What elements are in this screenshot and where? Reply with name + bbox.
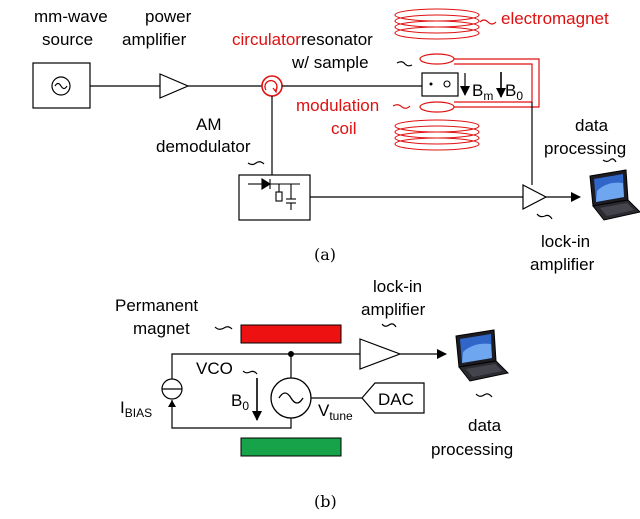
panel-a: mm-wave source power amplifier circulato… xyxy=(32,7,640,274)
data-processing-label-a-line1: data xyxy=(575,116,609,135)
caption-b: (b) xyxy=(314,492,337,511)
sample-ring xyxy=(443,80,451,88)
modulation-coil-label-line2: coil xyxy=(331,119,357,138)
lock-in-label-a-line1: lock-in xyxy=(541,232,590,251)
modulation-coil-wiring-inner xyxy=(454,63,533,103)
oscillator-icon xyxy=(51,76,71,96)
resonator-label-line2: w/ sample xyxy=(291,53,369,72)
b0-label: B0 xyxy=(505,81,523,103)
resonator-label-line1: resonator xyxy=(301,30,373,49)
source-label-line2: source xyxy=(42,30,93,49)
permanent-magnet-top xyxy=(240,324,342,344)
sample-dot xyxy=(429,82,433,86)
data-processing-label-a-line2: processing xyxy=(544,139,626,158)
lock-in-amplifier-triangle-a xyxy=(522,184,548,210)
am-demodulator-label-line2: demodulator xyxy=(156,137,251,156)
lock-in-label-a-line2: amplifier xyxy=(530,255,595,274)
b0-label-b: B0 xyxy=(231,391,249,413)
dac-block xyxy=(361,382,425,414)
modulation-coil-bottom xyxy=(419,101,455,113)
vco-oscillator-icon xyxy=(270,377,312,419)
panel-b: lock-in amplifier Permanent magnet IBIAS… xyxy=(115,277,513,511)
lock-in-pointer-b xyxy=(381,323,397,328)
ibias-label: IBIAS xyxy=(120,398,152,420)
electromagnet-coil-bottom xyxy=(394,119,480,151)
resonator-box xyxy=(421,72,459,97)
lock-in-pointer-a xyxy=(536,213,553,220)
permanent-magnet-label-line1: Permanent xyxy=(115,296,198,315)
lock-in-amplifier-triangle-b xyxy=(359,338,402,370)
power-amplifier-label-line1: power xyxy=(145,7,192,26)
diode-rc-icon xyxy=(248,178,300,210)
demodulator-pointer xyxy=(247,161,265,166)
electromagnet-label: electromagnet xyxy=(501,9,609,28)
lock-in-label-b-line2: amplifier xyxy=(361,300,426,319)
data-processing-label-b-line2: processing xyxy=(431,440,513,459)
junction-dot xyxy=(288,351,294,357)
current-source-icon xyxy=(161,378,183,407)
data-pointer-b xyxy=(475,393,493,398)
mm-wave-source-box xyxy=(32,62,91,109)
modulation-pointer xyxy=(392,104,411,109)
modulation-coil-wiring xyxy=(454,58,540,108)
power-amplifier-triangle xyxy=(159,73,190,99)
caption-a: (a) xyxy=(314,245,336,264)
bm-label: Bm xyxy=(472,81,493,103)
laptop-icon xyxy=(589,169,640,221)
lock-in-label-b-line1: lock-in xyxy=(373,277,422,296)
resonator-pointer xyxy=(396,61,413,67)
bias-wire-bottom xyxy=(171,400,292,429)
circulator-icon xyxy=(261,75,283,97)
am-demodulator-box xyxy=(238,174,311,221)
data-pointer-a xyxy=(602,158,617,163)
vco-label: VCO xyxy=(196,359,233,378)
magnet-pointer xyxy=(214,326,233,330)
circulator-label: circulator xyxy=(232,30,301,49)
modulation-coil-label-line1: modulation xyxy=(296,96,379,115)
permanent-magnet-bottom xyxy=(240,437,342,457)
data-processing-label-b-line1: data xyxy=(468,416,502,435)
modulation-coil-top xyxy=(419,53,455,65)
vco-pointer xyxy=(242,370,258,375)
permanent-magnet-label-line2: magnet xyxy=(133,319,190,338)
electromagnet-pointer xyxy=(479,19,497,25)
vtune-label: Vtune xyxy=(318,401,353,423)
electromagnet-coil-top xyxy=(394,8,480,40)
laptop-icon-b xyxy=(455,329,510,382)
source-label-line1: mm-wave xyxy=(34,7,108,26)
dac-label: DAC xyxy=(378,390,414,409)
power-amplifier-label-line2: amplifier xyxy=(122,30,187,49)
am-demodulator-label-line1: AM xyxy=(196,115,222,134)
bias-wire-top xyxy=(171,353,360,379)
